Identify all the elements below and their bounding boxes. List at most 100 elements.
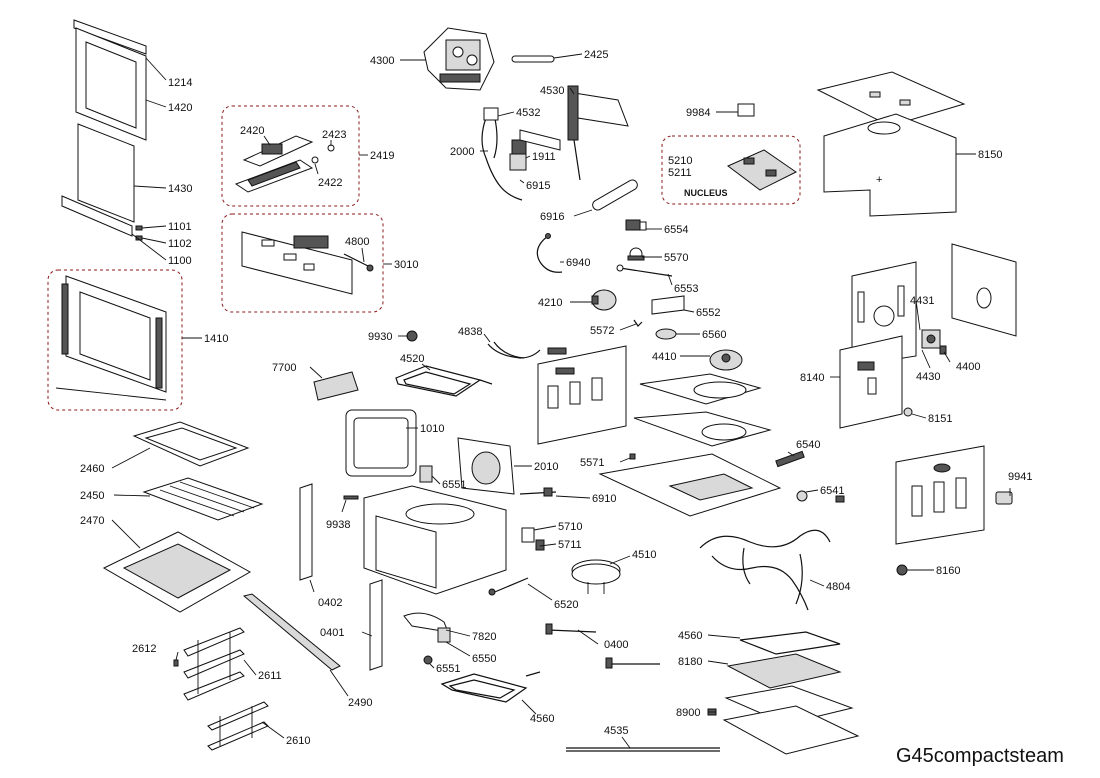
wire-rack-part [142, 477, 264, 521]
motor-bracket-part [651, 295, 685, 315]
label-8140: 8140 [800, 372, 824, 384]
label-6554: 6554 [664, 224, 688, 236]
outer-door-glass-part [75, 27, 147, 141]
label-1100: 1100 [168, 255, 192, 267]
door-seal-part [345, 409, 417, 477]
label-2423: 2423 [322, 129, 346, 141]
foot-part [896, 564, 908, 576]
label-4300: 4300 [370, 55, 394, 67]
label-4535: 4535 [604, 725, 628, 737]
label-9941: 9941 [1008, 471, 1032, 483]
sensor-cable-part [536, 233, 563, 273]
fan-cover-part [639, 373, 762, 405]
temperature-probe-part [616, 264, 673, 277]
label-5711: 5711 [558, 539, 582, 551]
shelf-guide-part [173, 659, 179, 667]
label-6540: 6540 [796, 439, 820, 451]
label-6551a: 6551 [442, 479, 466, 491]
label-1010: 1010 [420, 423, 444, 435]
label-2420: 2420 [240, 125, 264, 137]
door-assembly-group-box [47, 269, 183, 411]
label-2610: 2610 [286, 735, 310, 747]
rear-outer-panel-part [951, 243, 1017, 337]
label-7700: 7700 [272, 362, 296, 374]
label-6915: 6915 [526, 180, 550, 192]
inner-door-glass-part [77, 123, 135, 223]
water-valve-part [509, 139, 527, 171]
label-8160: 8160 [936, 565, 960, 577]
label-1911: 1911 [532, 151, 556, 163]
sensor-bracket-part [625, 219, 647, 231]
label-6550: 6550 [472, 653, 496, 665]
label-6940: 6940 [566, 257, 590, 269]
label-4520: 4520 [400, 353, 424, 365]
label-4410: 4410 [652, 351, 676, 363]
small-bracket-part [547, 347, 567, 355]
label-6541: 6541 [820, 485, 844, 497]
sensor-ring-part [423, 655, 433, 665]
label-1101: 1101 [168, 221, 192, 233]
label-0400: 0400 [604, 639, 628, 651]
bottom-heating-element-part [440, 671, 541, 703]
fuse-part [995, 491, 1013, 505]
label-1214: 1214 [168, 77, 192, 89]
fan-seal-part [655, 328, 677, 340]
control-panel-part [241, 231, 353, 295]
label-2470: 2470 [80, 515, 104, 527]
label-9930: 9930 [368, 331, 392, 343]
label-1102: 1102 [168, 238, 192, 250]
label-4804: 4804 [826, 581, 850, 593]
top-grill-element-part [395, 365, 493, 397]
switch-lamp-part [521, 527, 535, 543]
bottom-grill-element-part [739, 631, 841, 655]
label-4560a: 4560 [678, 630, 702, 642]
nucleus-control-board-part [727, 149, 797, 191]
connector-part [737, 103, 755, 117]
hinge-plug-part [488, 577, 529, 596]
top-heat-shield-part [816, 71, 966, 127]
label-6560: 6560 [702, 329, 726, 341]
wiring-harness-part [699, 529, 831, 611]
label-2611: 2611 [258, 670, 282, 682]
label-4530: 4530 [540, 85, 564, 97]
label-8180: 8180 [678, 656, 702, 668]
side-rail-right-part [369, 579, 383, 671]
label-6552: 6552 [696, 307, 720, 319]
label-2425: 2425 [584, 49, 608, 61]
label-4532: 4532 [516, 107, 540, 119]
base-tray-part [722, 685, 860, 755]
door-assembly-part [55, 275, 167, 401]
label-8900: 8900 [676, 707, 700, 719]
door-handle-trim-part [73, 19, 147, 55]
label-3010: 3010 [394, 259, 418, 271]
control-cover-bottom-part [234, 159, 314, 193]
part-labels: 1214 1420 1430 1101 1102 1100 1410 2420 … [80, 49, 1032, 747]
label-2450: 2450 [80, 490, 104, 502]
motor-plate-part [839, 335, 903, 429]
door-hinge-bar-part [343, 495, 359, 500]
label-2422: 2422 [318, 177, 342, 189]
label-5572: 5572 [590, 325, 614, 337]
side-rail-left-part [299, 483, 313, 581]
label-8150: 8150 [978, 149, 1002, 161]
label-2490: 2490 [348, 697, 372, 709]
steam-generator-part [423, 27, 495, 91]
thermostat-part [627, 247, 645, 261]
label-0401: 0401 [320, 627, 344, 639]
label-4560b: 4560 [530, 713, 554, 725]
label-2419: 2419 [370, 150, 394, 162]
steam-sensor-tube-part [592, 179, 638, 211]
oven-cavity-part [363, 485, 507, 595]
side-runner-upper-part [183, 627, 245, 701]
door-switch-part [535, 539, 545, 551]
door-strip-part [566, 747, 720, 752]
label-4431: 4431 [910, 295, 934, 307]
label-4400: 4400 [956, 361, 980, 373]
fan-baffle-part [633, 411, 772, 447]
model-name: G45compactsteam [896, 745, 1064, 767]
label-9984: 9984 [686, 107, 710, 119]
label-5571: 5571 [580, 457, 604, 469]
side-runner-lower-part [207, 701, 269, 751]
water-pump-bracket-part [567, 85, 629, 181]
label-4838: 4838 [458, 326, 482, 338]
